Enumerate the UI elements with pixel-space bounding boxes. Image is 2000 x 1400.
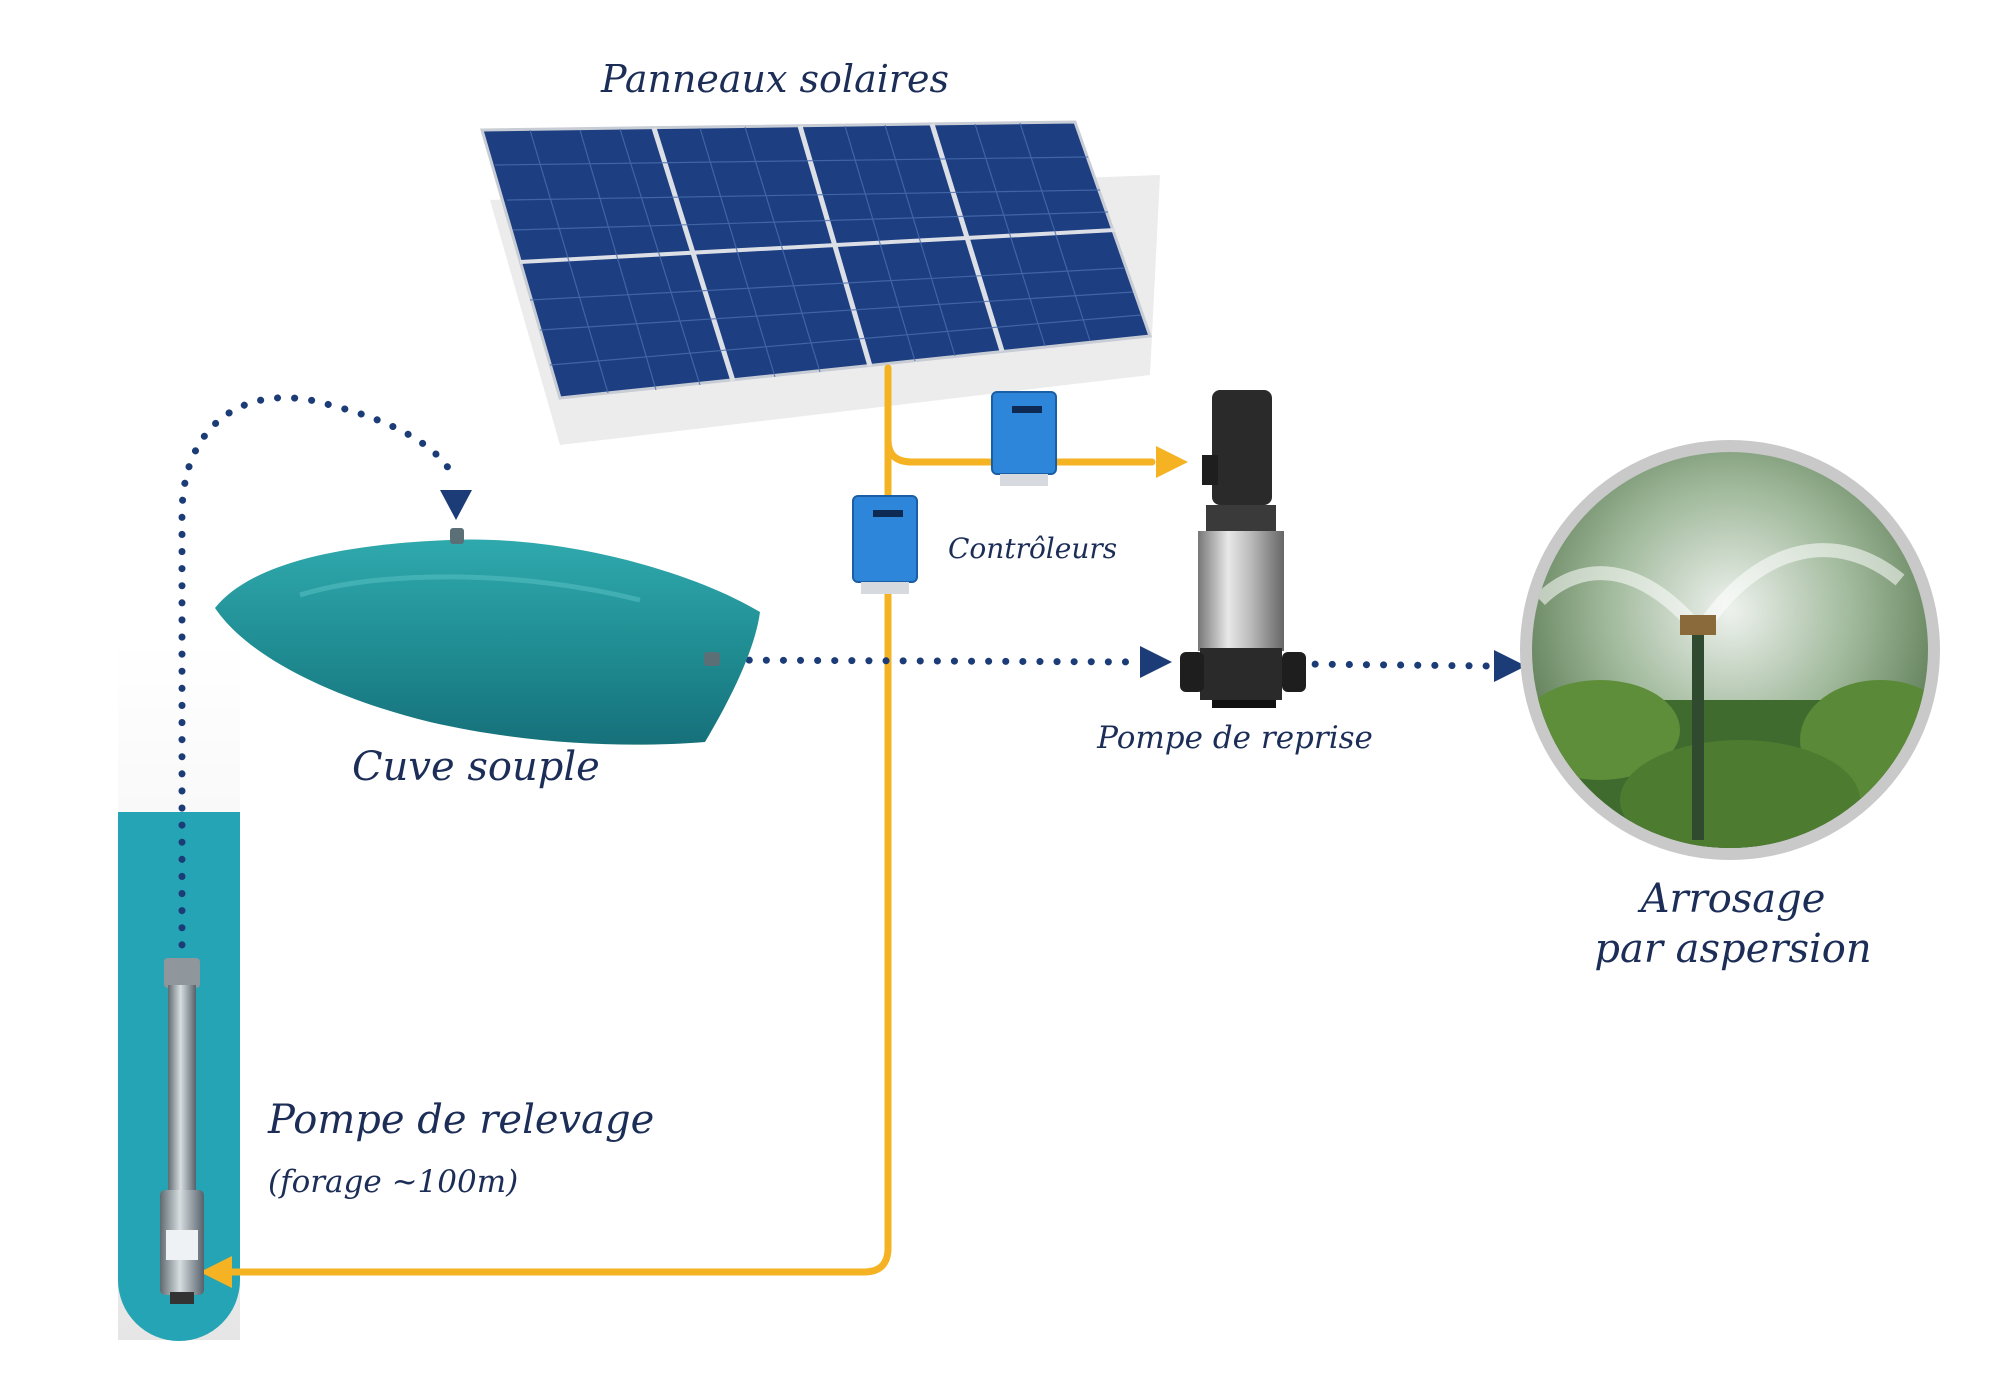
water-bladder-icon	[215, 528, 760, 745]
vertical-pump-icon	[1180, 390, 1306, 708]
water-arrow-irrigation	[1494, 650, 1526, 682]
controllers-label: Contrôleurs	[948, 532, 1117, 565]
irrigation-label-line1: Arrosage	[1637, 876, 1826, 922]
water-arrow-booster	[1140, 646, 1172, 678]
lift-pump-label: Pompe de relevage	[267, 1097, 654, 1143]
submersible-pump-icon	[160, 958, 204, 1304]
power-arrow-lift	[200, 1256, 232, 1288]
tank-label: Cuve souple	[352, 744, 600, 790]
booster-pump-label: Pompe de reprise	[1096, 720, 1373, 756]
lift-pump-note: (forage ~100m)	[268, 1164, 518, 1200]
power-arrow-booster	[1156, 446, 1188, 478]
solar-panels-icon	[480, 120, 1160, 445]
water-arrow-tank	[440, 490, 472, 520]
power-lines	[226, 364, 1156, 1276]
irrigation-label-line2: par aspersion	[1594, 926, 1871, 972]
controller-box-icon	[852, 495, 918, 594]
sprinkler-icon	[1520, 440, 1940, 860]
water-lines	[178, 394, 1496, 966]
controller-box-icon	[991, 391, 1057, 486]
panels-label: Panneaux solaires	[600, 57, 949, 101]
